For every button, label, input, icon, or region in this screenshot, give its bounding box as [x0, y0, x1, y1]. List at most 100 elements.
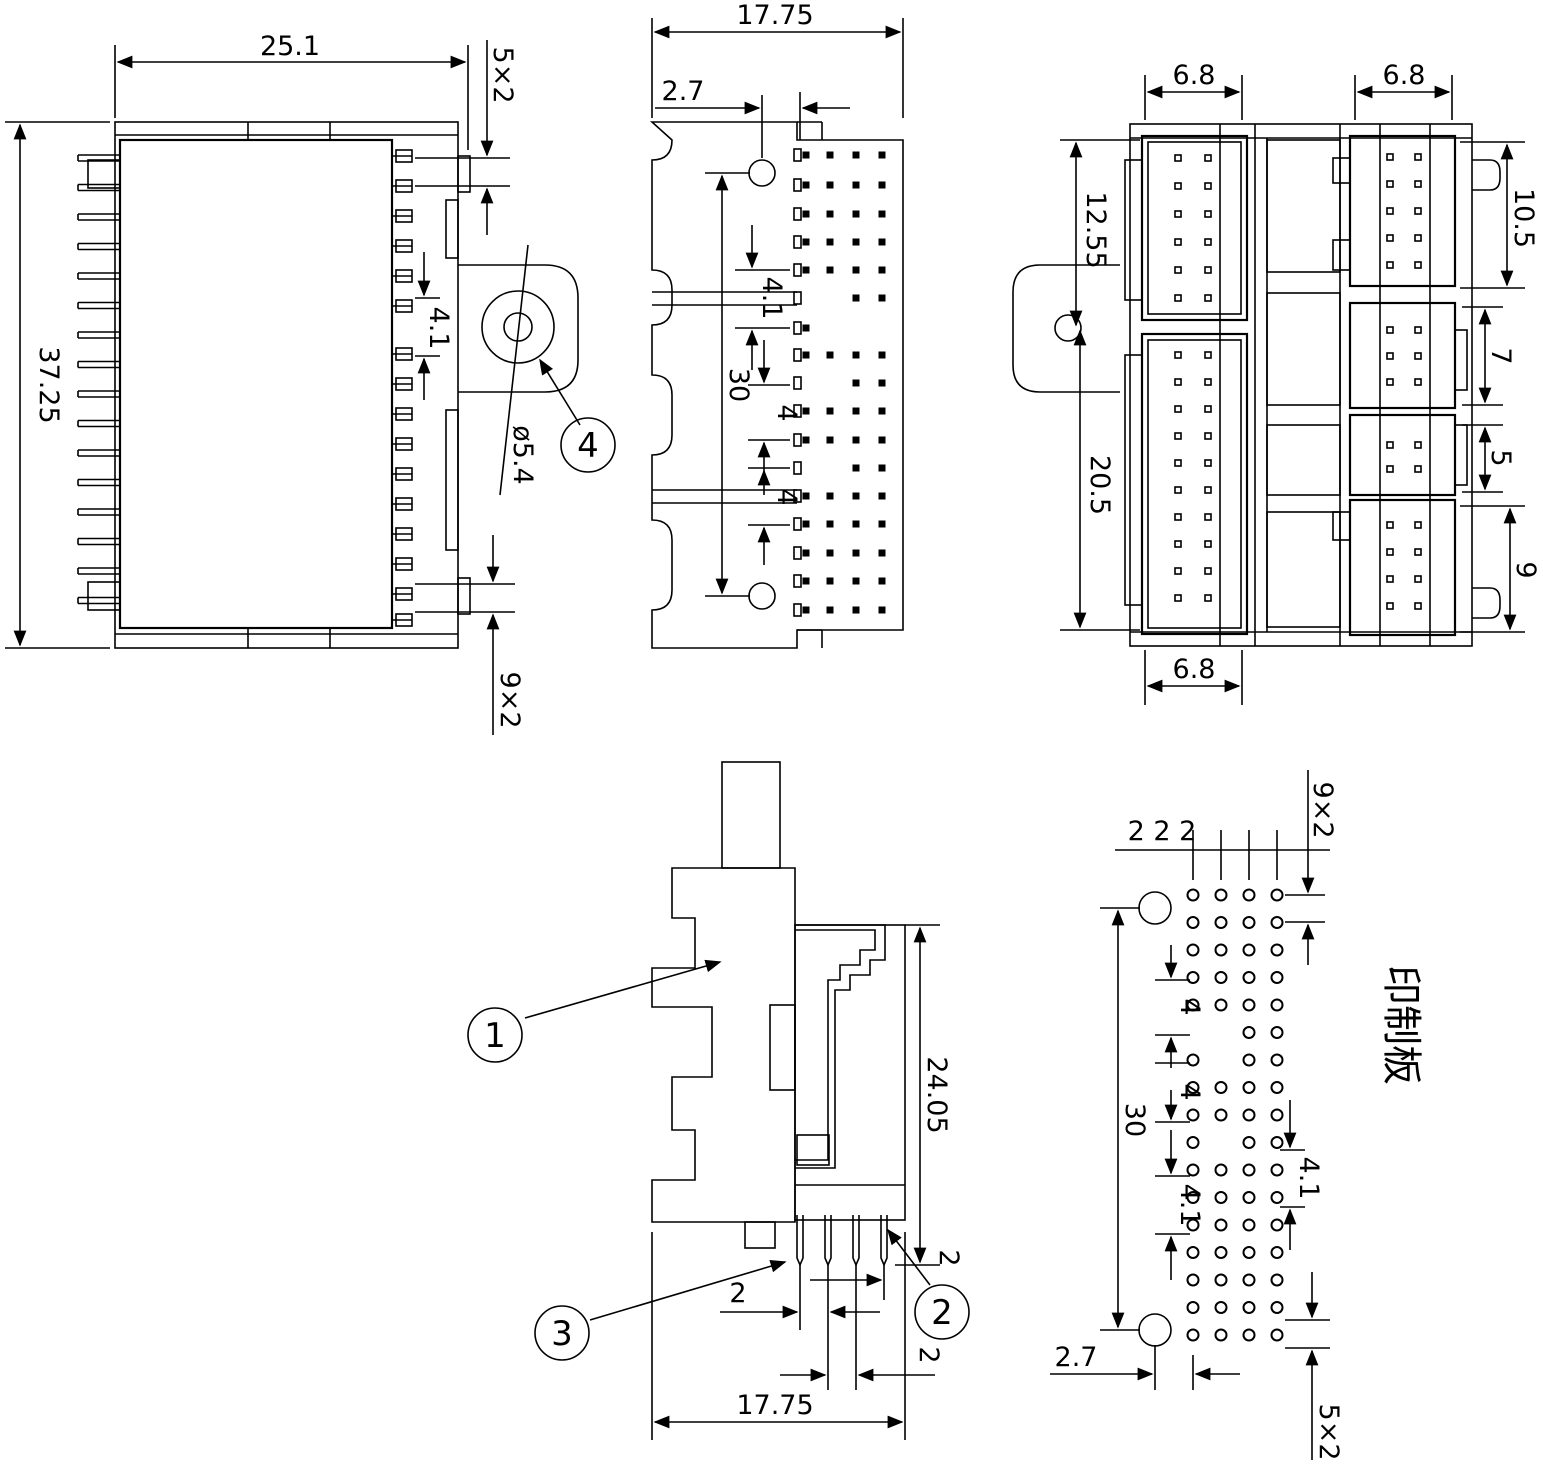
width-top-right: 6.8 — [1383, 60, 1426, 91]
contact-hole — [852, 181, 860, 189]
contact-hole — [802, 520, 810, 528]
width-dim: 25.1 — [260, 31, 320, 62]
pcb-hole — [1214, 1301, 1228, 1314]
offset-dim: 2.7 — [1055, 1342, 1098, 1373]
cavity-hole — [1174, 238, 1182, 246]
contact-hole — [878, 407, 886, 415]
cavity-hole — [1386, 153, 1394, 161]
cavity-a: 10.5 — [1508, 188, 1539, 248]
pcb-hole — [1186, 1273, 1200, 1287]
pcb-hole — [1270, 971, 1284, 984]
terminal — [793, 517, 802, 531]
gap-a: 4 — [1174, 998, 1205, 1015]
pcb-hole — [1270, 888, 1284, 902]
callout-4-circle — [560, 417, 616, 473]
contact-hole — [852, 379, 860, 387]
cavity-hole — [1174, 294, 1182, 302]
pcb-hole — [1242, 1273, 1256, 1287]
pcb-hole — [1270, 1026, 1284, 1039]
pcb-hole — [1242, 971, 1256, 984]
contact-hole — [852, 210, 860, 218]
pcb-hole — [1186, 888, 1200, 902]
pcb-hole — [1242, 1108, 1256, 1122]
cavity-hole — [1414, 575, 1422, 583]
cavity-hole — [1204, 294, 1212, 302]
pcb-hole — [1214, 1163, 1228, 1177]
pcb-hole — [1186, 1191, 1200, 1204]
callout-1: 1 — [484, 1016, 506, 1056]
cavity-hole — [1414, 352, 1422, 360]
contact-hole — [802, 181, 810, 189]
contact-hole — [852, 492, 860, 500]
pcb-hole — [1270, 1191, 1284, 1204]
cavity-hole — [1204, 459, 1212, 467]
callout-2-circle — [914, 1284, 970, 1340]
pcb-hole — [1186, 971, 1200, 984]
pcb-hole — [1270, 1246, 1284, 1259]
terminal — [793, 574, 802, 588]
pcb-hole — [1186, 1053, 1200, 1067]
gap-b: 4 — [1174, 1083, 1205, 1100]
cavity-hole — [1414, 378, 1422, 386]
pcb-hole — [1242, 1026, 1256, 1039]
cavity-hole — [1174, 351, 1182, 359]
height-upper: 12.55 — [1080, 191, 1111, 268]
contact-hole — [802, 324, 810, 332]
cavity-hole — [1174, 154, 1182, 162]
contact-hole — [826, 436, 834, 444]
gap-c: 4 — [771, 488, 802, 505]
contact-hole — [802, 266, 810, 274]
cavity-hole — [1414, 441, 1422, 449]
pcb-hole — [1270, 1218, 1284, 1232]
contact-hole — [802, 492, 810, 500]
terminal — [793, 433, 802, 447]
cavity-hole — [1386, 602, 1394, 610]
contact-hole — [878, 266, 886, 274]
terminal — [793, 348, 802, 362]
cavity-hole — [1386, 575, 1394, 583]
pcb-hole — [1186, 998, 1200, 1012]
contact-hole — [878, 606, 886, 614]
pcb-hole — [1242, 1191, 1256, 1204]
pcb-hole — [1242, 943, 1256, 957]
contact-hole — [826, 520, 834, 528]
contact-hole — [802, 407, 810, 415]
pcb-hole — [1186, 1246, 1200, 1259]
cavity-hole — [1204, 351, 1212, 359]
contact-hole — [878, 464, 886, 472]
pin-lead — [880, 1215, 888, 1268]
terminal — [793, 291, 802, 305]
contact-hole — [852, 294, 860, 302]
contact-hole — [878, 294, 886, 302]
bottom-pitch: 9×2 — [494, 672, 525, 729]
cavity-hole — [1414, 465, 1422, 473]
contact-hole — [852, 151, 860, 159]
side-view: 24.05 17.75 2 2 2 1 2 3 — [467, 761, 970, 1440]
contact-hole — [878, 492, 886, 500]
pcb-hole — [1242, 1328, 1256, 1342]
contact-hole — [826, 266, 834, 274]
pcb-hole — [1214, 1218, 1228, 1232]
cavity-hole — [1386, 180, 1394, 188]
pcb-hole — [1214, 971, 1228, 984]
cavity-hole — [1204, 182, 1212, 190]
top-pitch: 5×2 — [487, 47, 518, 104]
contact-hole — [852, 407, 860, 415]
terminal — [793, 489, 802, 503]
cavity-hole — [1386, 261, 1394, 269]
cavity-hole — [1386, 521, 1394, 529]
contact-hole — [826, 407, 834, 415]
pcb-hole — [1186, 1163, 1200, 1177]
gap-d: 4.1 — [1293, 1157, 1324, 1200]
cavity-hole — [1386, 465, 1394, 473]
pcb-hole — [1270, 1108, 1284, 1122]
pcb-hole — [1242, 916, 1256, 929]
cavity-hole — [1414, 602, 1422, 610]
gap-b: 4 — [771, 404, 802, 421]
pcb-hole — [1186, 1081, 1200, 1094]
width-dim: 17.75 — [736, 0, 813, 31]
pcb-hole — [1270, 1273, 1284, 1287]
terminal — [793, 376, 802, 390]
terminal — [793, 235, 802, 249]
cavity-hole — [1174, 567, 1182, 575]
